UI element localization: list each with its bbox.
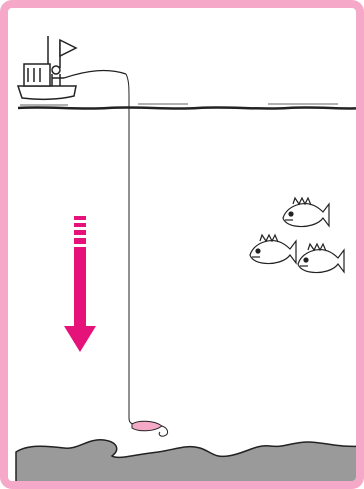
fish-icon <box>283 198 329 227</box>
fishing-boat-icon <box>18 36 126 99</box>
water-surface <box>18 104 364 109</box>
down-arrow-icon <box>64 216 96 352</box>
fish-icon <box>250 235 296 264</box>
fish-icon <box>298 244 344 273</box>
fishing-line <box>126 74 134 424</box>
fishing-scene <box>8 8 364 489</box>
jig-lure-icon <box>132 421 168 436</box>
seabed <box>16 440 364 489</box>
